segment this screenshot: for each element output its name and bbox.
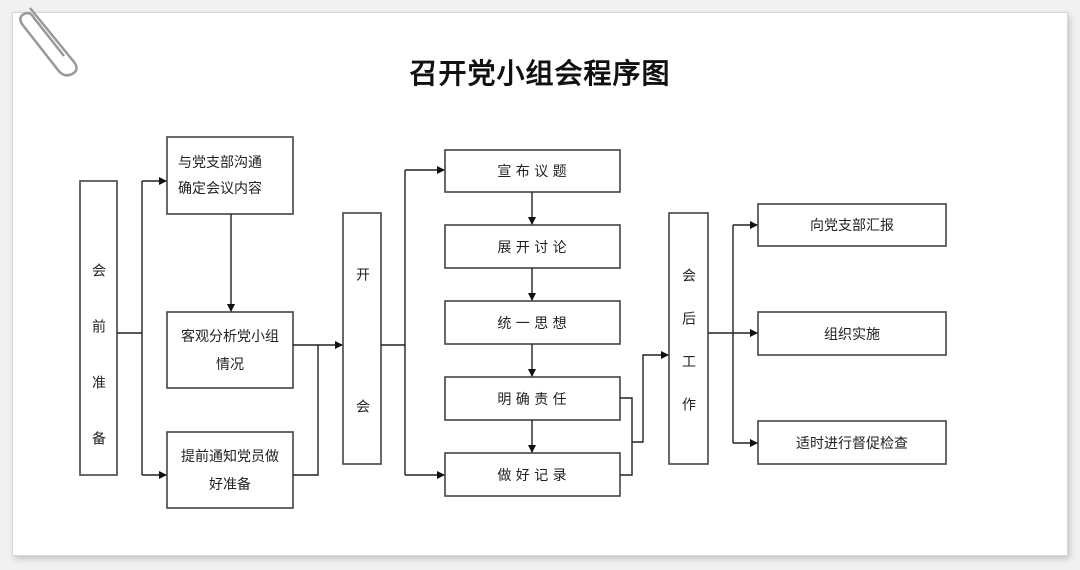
pre-step-box — [166, 431, 294, 509]
pre-step-3-line-2: 好准备 — [209, 476, 251, 493]
pre-step-2-line-1: 客观分析党小组 — [181, 328, 279, 345]
meeting-step-box — [444, 452, 621, 497]
post-step-box — [757, 311, 947, 356]
meeting-step-1: 宣 布 议 题 — [497, 164, 566, 180]
stage-post-label: 会后工作 — [680, 268, 696, 440]
page-title: 召开党小组会程序图 — [409, 57, 671, 90]
pre-step-box — [166, 136, 294, 215]
stage-pre-label: 会前准备 — [90, 263, 106, 487]
post-step-2: 组织实施 — [824, 327, 880, 343]
post-step-1: 向党支部汇报 — [810, 218, 894, 234]
pre-step-2-line-2: 情况 — [216, 357, 244, 373]
paperclip-icon — [19, 7, 78, 77]
connectors — [117, 166, 758, 479]
pre-step-1-line-1: 与党支部沟通 — [178, 155, 262, 171]
stage-meeting-box — [342, 212, 382, 465]
stage-post-box — [668, 212, 709, 465]
meeting-step-2: 展 开 讨 论 — [497, 240, 566, 256]
post-step-box — [757, 203, 947, 247]
pre-step-3-line-1: 提前通知党员做 — [181, 448, 279, 465]
post-step-3: 适时进行督促检查 — [796, 436, 908, 452]
meeting-step-4: 明 确 责 任 — [497, 392, 566, 408]
meeting-step-5: 做 好 记 录 — [497, 468, 566, 484]
stage-meeting-label: 开会 — [354, 267, 370, 531]
meeting-step-3: 统 一 思 想 — [497, 316, 566, 332]
stage-pre-box — [79, 180, 118, 476]
post-step-box — [757, 420, 947, 465]
pre-step-box — [166, 311, 294, 389]
pre-step-1-line-2: 确定会议内容 — [178, 180, 262, 197]
